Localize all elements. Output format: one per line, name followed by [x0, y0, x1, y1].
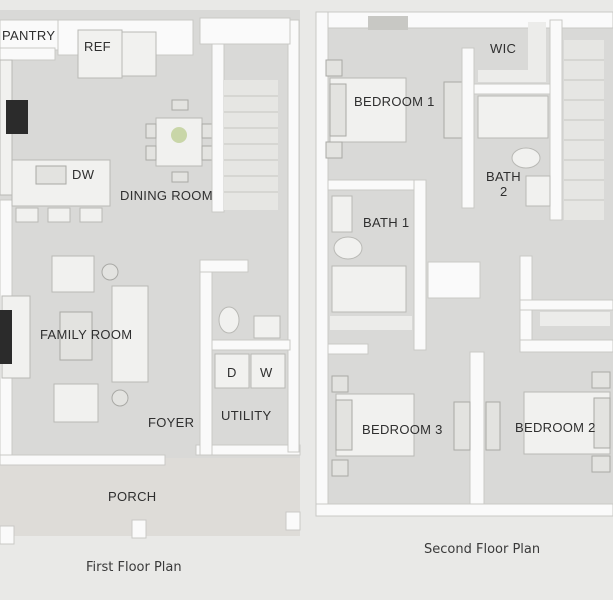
porch-post-2 [285, 511, 301, 531]
nightstand-2a [591, 371, 611, 389]
tv [0, 310, 12, 364]
label-bath-2-number: 2 [500, 184, 508, 199]
wall-bath1-top [327, 179, 425, 191]
table-plant [171, 127, 187, 143]
closet-shelf-bedroom-2 [540, 312, 610, 326]
pillows-bedroom-3 [335, 399, 353, 451]
label-washer: W [260, 365, 273, 380]
nightstand-1b [325, 141, 343, 159]
porch-slab [0, 458, 300, 536]
label-dw: DW [72, 167, 95, 182]
label-family-room: FAMILY ROOM [40, 327, 132, 342]
sink-bath-1 [331, 195, 353, 233]
wall-top [315, 11, 613, 29]
tub-bath-2 [477, 95, 549, 139]
side-table-1 [101, 263, 119, 281]
sink-first-floor [253, 315, 281, 339]
label-ref: REF [84, 39, 111, 54]
nightstand-3a [331, 375, 349, 393]
label-bedroom-3: BEDROOM 3 [362, 422, 443, 437]
linen-closet [330, 316, 412, 330]
label-porch: PORCH [108, 489, 156, 504]
refrigerator [77, 29, 123, 79]
dining-chair-2 [145, 145, 157, 161]
wall-closet-mid [519, 299, 613, 311]
side-table-2 [111, 389, 129, 407]
toilet-bath-2 [511, 147, 541, 169]
wic-hanging [528, 22, 546, 78]
dining-chair-3 [201, 123, 213, 139]
label-foyer: FOYER [148, 415, 194, 430]
stair-left-wall [211, 43, 225, 213]
label-pantry: PANTRY [2, 28, 55, 43]
wall-bedroom-2-top [519, 339, 613, 353]
stool-2 [47, 207, 71, 223]
wall-bath2-right [549, 19, 563, 221]
wall-wic-left [461, 47, 475, 209]
wall-wic-bottom [473, 83, 555, 95]
label-dryer: D [227, 365, 237, 380]
first-floor-slab [0, 10, 300, 465]
skylight [368, 16, 408, 30]
dining-chair-1 [145, 123, 157, 139]
upper-cabinet [121, 31, 157, 77]
utility-top-wall [199, 259, 249, 273]
armchair-top [51, 255, 95, 293]
second-floor-stairs [564, 40, 604, 220]
porch-post-1 [131, 519, 147, 539]
label-dining-room: DINING ROOM [120, 188, 213, 203]
coffee-table [59, 311, 93, 361]
dresser-bedroom-1 [443, 81, 463, 139]
label-bedroom-2: BEDROOM 2 [515, 420, 596, 435]
wall-front-left [0, 454, 166, 466]
first-floor-plan: PANTRY REF DW DINING ROOM FAMILY ROOM FO… [0, 10, 301, 575]
first-floor-stairs [224, 80, 278, 210]
caption-first-floor: First Floor Plan [86, 560, 182, 575]
toilet-first-floor [218, 306, 240, 334]
wall-bedroom-divider [469, 351, 485, 505]
dryer [214, 353, 250, 389]
label-wic: WIC [490, 41, 516, 56]
stool-3 [79, 207, 103, 223]
nightstand-3b [331, 459, 349, 477]
tub-bath-1 [331, 265, 407, 313]
pantry-wall [0, 47, 56, 61]
label-bedroom-1: BEDROOM 1 [354, 94, 435, 109]
hall-closet [427, 261, 481, 299]
caption-second-floor: Second Floor Plan [424, 542, 540, 557]
dining-chair-6 [171, 171, 189, 183]
dresser-bedroom-3 [453, 401, 471, 451]
wall-right [287, 19, 300, 453]
label-bath-1: BATH 1 [363, 215, 409, 230]
second-floor-plan: BEDROOM 1 WIC BATH 2 BATH 1 BEDROOM 3 BE… [315, 11, 613, 557]
toilet-bath-1 [333, 236, 363, 260]
sink-bath-2 [525, 175, 551, 207]
pillows-bedroom-1 [329, 83, 347, 137]
porch-post-3 [0, 525, 15, 545]
wall-front-right [195, 444, 301, 456]
nightstand-1a [325, 59, 343, 77]
stool-1 [15, 207, 39, 223]
wall-bottom [315, 503, 613, 517]
pillows-bedroom-2 [593, 397, 611, 449]
wall-bath1-right [413, 179, 427, 351]
sink [35, 165, 67, 185]
armchair-bottom [53, 383, 99, 423]
wall-left [315, 11, 329, 517]
sofa [111, 285, 149, 383]
dresser-bedroom-2 [485, 401, 501, 451]
dining-chair-5 [171, 99, 189, 111]
washer [250, 353, 286, 389]
nightstand-2b [591, 455, 611, 473]
utility-left-wall [199, 259, 213, 456]
label-bath-2: BATH [486, 169, 521, 184]
oven [6, 100, 28, 134]
utility-mid-wall [211, 339, 291, 351]
stair-top-wall [199, 17, 291, 45]
wall-bedroom-3-top [327, 343, 369, 355]
label-utility: UTILITY [221, 408, 272, 423]
dining-chair-4 [201, 145, 213, 161]
